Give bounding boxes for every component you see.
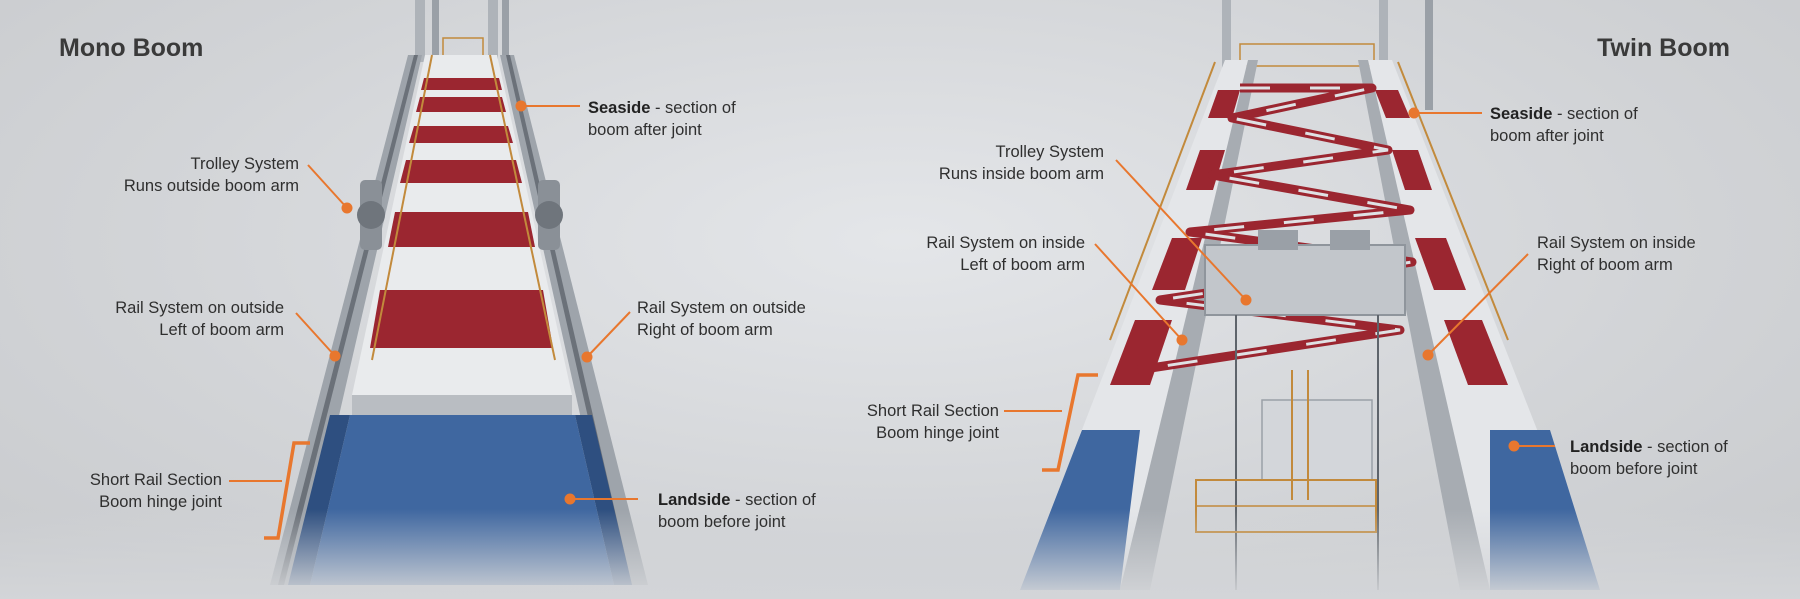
twin-trolley-line2: Runs inside boom arm [938, 164, 1104, 183]
twin-trolley-label: Trolley System Runs inside boom arm [939, 142, 1104, 185]
twin-short-rail-line2: Boom hinge joint [876, 423, 999, 442]
twin-landside-line2: boom before joint [1570, 459, 1698, 478]
twin-landside-rest: - section of [1642, 438, 1728, 456]
twin-boom-title: Twin Boom [1597, 34, 1730, 62]
twin-rail-left-line1: Rail System on inside [926, 234, 1085, 252]
mono-boom-title: Mono Boom [59, 34, 204, 62]
mono-landside-bold: Landside [658, 491, 731, 509]
callout-lines [229, 100, 1555, 540]
mono-trolley-label: Trolley System Runs outside boom arm [124, 154, 299, 197]
mono-landside-label: Landside - section of boom before joint [658, 490, 816, 533]
twin-rail-left-label: Rail System on inside Left of boom arm [926, 233, 1085, 276]
twin-trolley-line1: Trolley System [995, 143, 1105, 161]
mono-rail-left-line1: Rail System on outside [115, 299, 284, 317]
twin-seaside-line2: boom after joint [1490, 126, 1604, 145]
twin-rail-left-line2: Left of boom arm [960, 255, 1085, 274]
mono-trolley-line1: Trolley System [190, 155, 300, 173]
mono-trolley-line2: Runs outside boom arm [123, 176, 299, 195]
twin-seaside-rest: - section of [1552, 105, 1638, 123]
twin-seaside-label: Seaside - section of boom after joint [1490, 104, 1638, 147]
twin-rail-right-line1: Rail System on inside [1537, 234, 1696, 252]
mono-short-rail-label: Short Rail Section Boom hinge joint [90, 470, 222, 513]
twin-landside-bold: Landside [1570, 438, 1643, 456]
twin-short-rail-line1: Short Rail Section [866, 402, 999, 420]
mono-landside-line2: boom before joint [658, 512, 786, 531]
mono-rail-right-line2: Right of boom arm [637, 320, 773, 339]
twin-short-rail-label: Short Rail Section Boom hinge joint [867, 401, 999, 444]
mono-seaside-rest: - section of [650, 99, 736, 117]
mono-short-rail-line2: Boom hinge joint [99, 492, 222, 511]
mono-seaside-bold: Seaside [588, 99, 651, 117]
mono-rail-right-line1: Rail System on outside [637, 299, 806, 317]
twin-rail-right-label: Rail System on inside Right of boom arm [1537, 233, 1696, 276]
mono-seaside-label: Seaside - section of boom after joint [588, 98, 736, 141]
twin-seaside-bold: Seaside [1490, 105, 1553, 123]
twin-landside-label: Landside - section of boom before joint [1570, 437, 1728, 480]
mono-short-rail-line1: Short Rail Section [89, 471, 222, 489]
mono-rail-left-label: Rail System on outside Left of boom arm [115, 298, 284, 341]
mono-rail-left-line2: Left of boom arm [159, 320, 284, 339]
mono-landside-rest: - section of [730, 491, 816, 509]
mono-seaside-line2: boom after joint [588, 120, 702, 139]
twin-rail-right-line2: Right of boom arm [1537, 255, 1673, 274]
mono-rail-right-label: Rail System on outside Right of boom arm [637, 298, 806, 341]
